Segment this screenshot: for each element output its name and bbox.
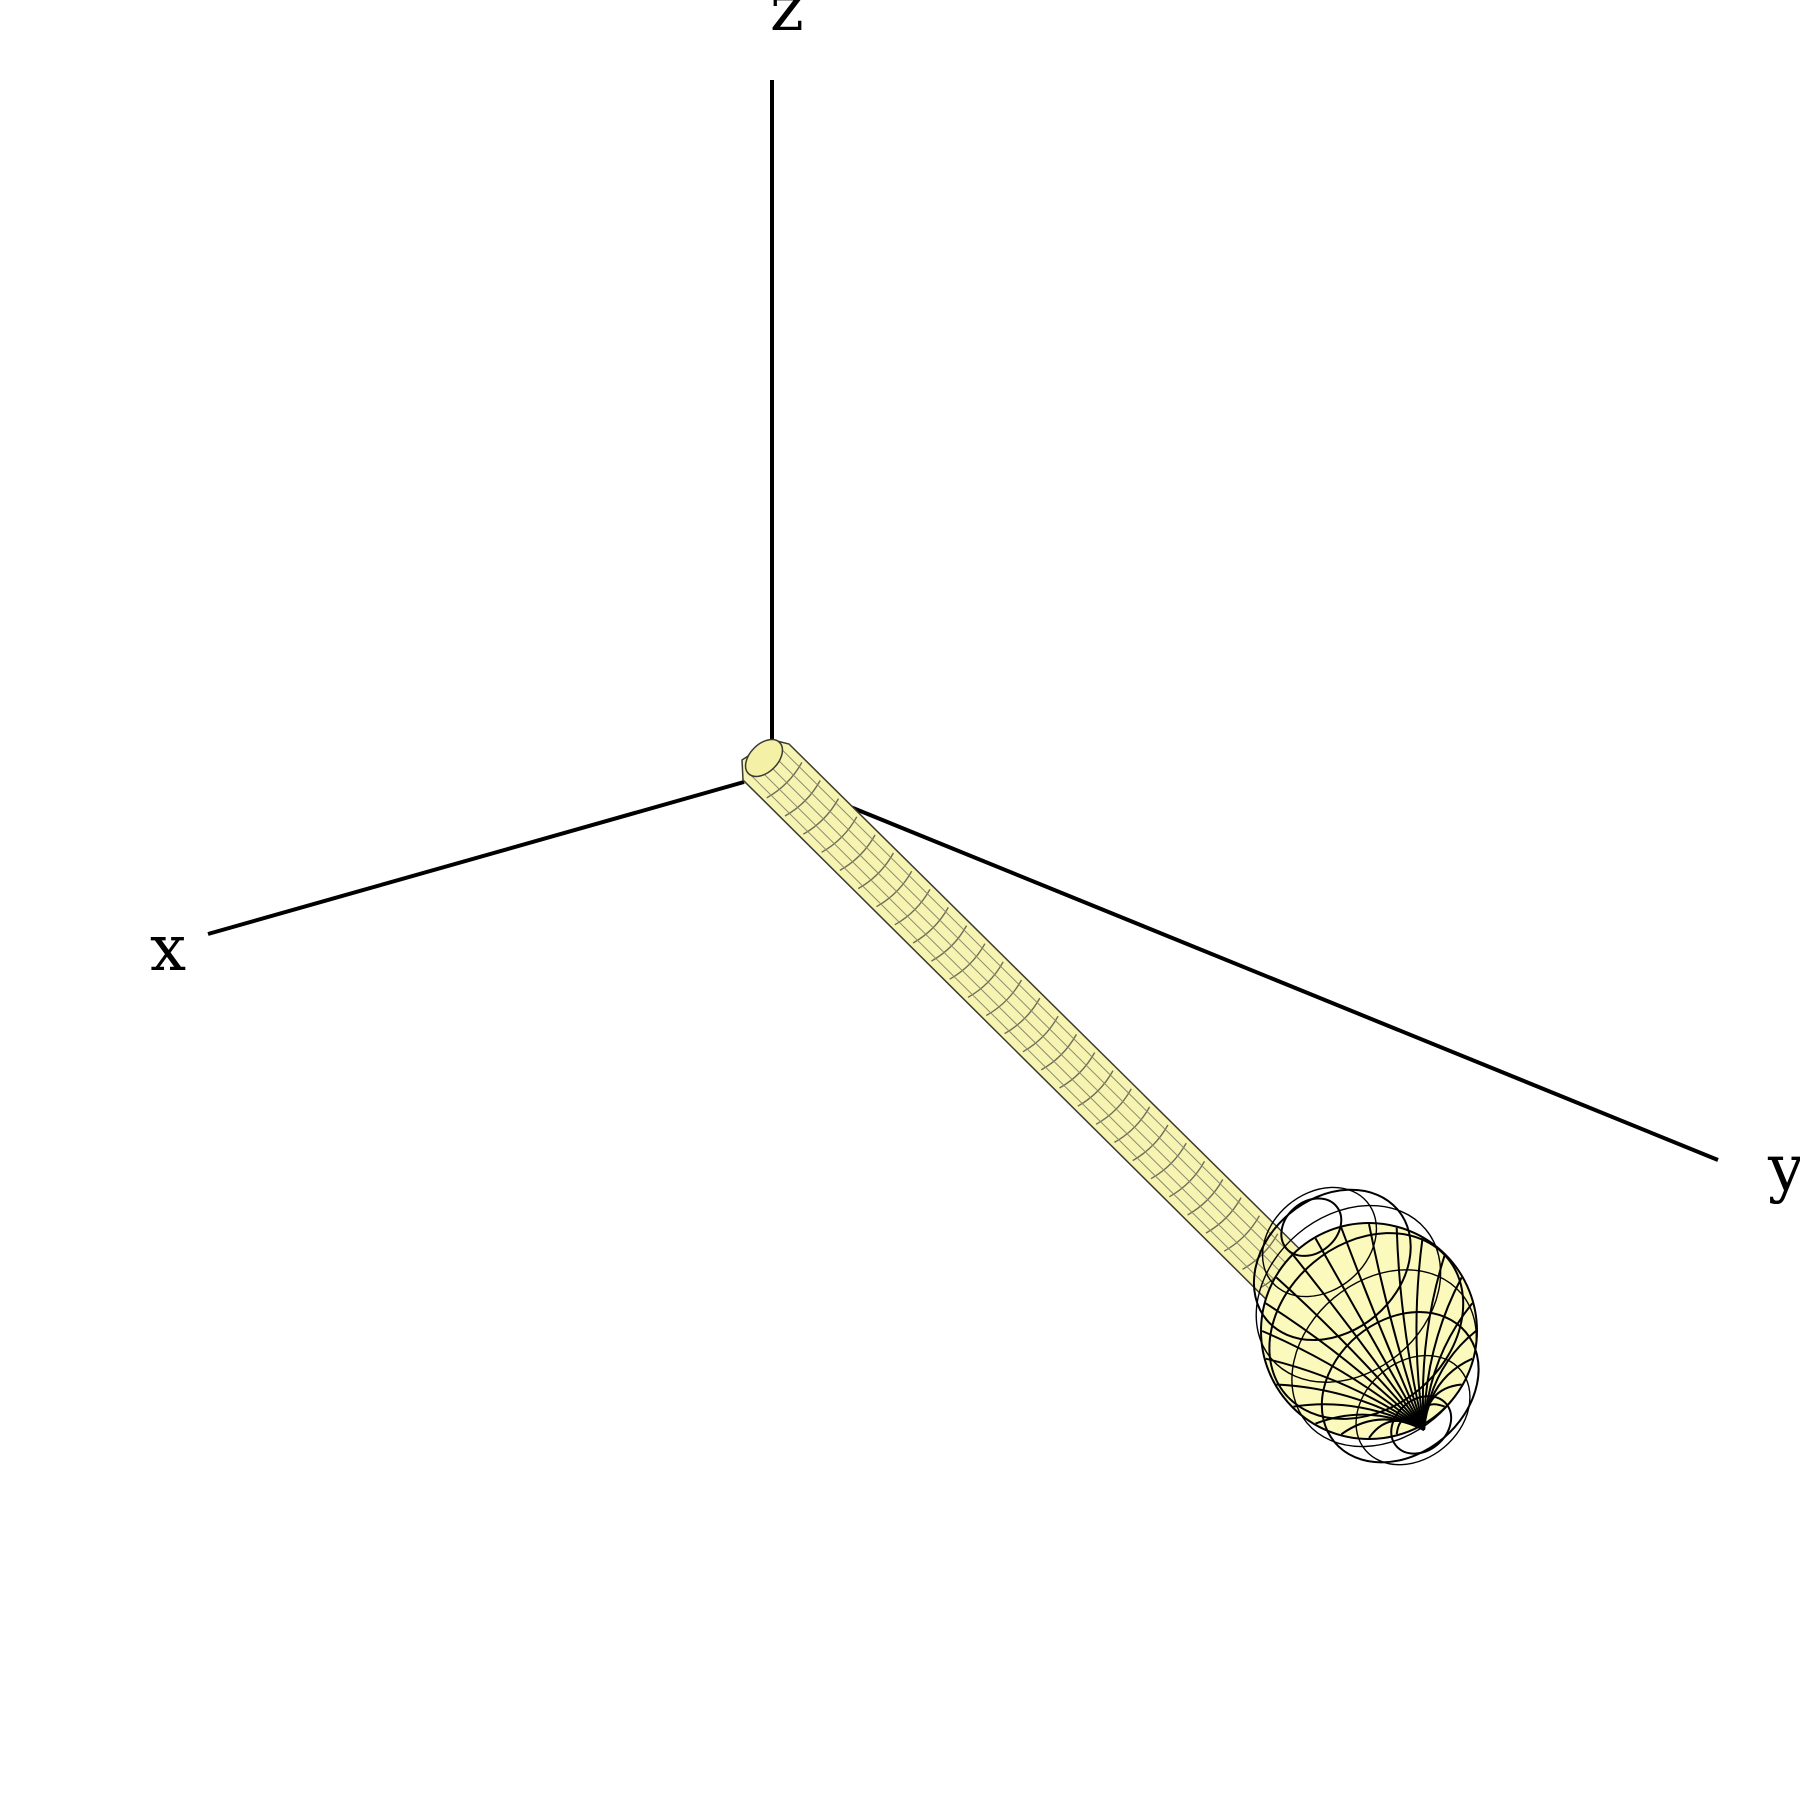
bob-meridian	[1265, 1357, 1425, 1431]
bob-meridian	[1415, 1238, 1425, 1431]
rod-seam	[779, 747, 1330, 1293]
bob-meridian	[1314, 1237, 1425, 1431]
pendulum-bob	[1252, 1186, 1480, 1466]
bob-latitude-ring	[1280, 1197, 1343, 1257]
z-axis-label: z	[770, 0, 804, 46]
bob-latitude-ring	[1255, 1204, 1442, 1383]
bob-latitude-ring	[1261, 1186, 1378, 1298]
bob-meridian	[1276, 1383, 1425, 1431]
bob-wireframe	[1252, 1186, 1480, 1466]
bob-meridian	[1423, 1302, 1474, 1431]
bob-latitude-ring	[1291, 1269, 1477, 1448]
rod-seam	[751, 775, 1302, 1321]
bob-meridian	[1293, 1403, 1425, 1431]
rod-seam	[772, 754, 1323, 1300]
bob-meridian	[1421, 1255, 1446, 1431]
bob-latitude-ring	[1390, 1395, 1453, 1455]
y-axis-line	[847, 804, 1719, 1162]
rod-seam	[765, 761, 1316, 1307]
x-axis-line	[207, 780, 745, 936]
bob-meridian	[1340, 1227, 1425, 1431]
rod-seam	[758, 768, 1309, 1314]
bob-meridian	[1265, 1302, 1425, 1431]
bob-meridian	[1292, 1254, 1425, 1431]
bob-meridian	[1423, 1277, 1463, 1431]
bob-meridian	[1395, 1227, 1425, 1431]
bob-meridian	[1261, 1330, 1425, 1431]
axes-group: z x y	[150, 0, 1800, 1206]
rod-top-cap	[744, 738, 784, 778]
bob-latitude-ring	[1355, 1354, 1471, 1466]
bob-meridian	[1275, 1276, 1425, 1431]
x-axis-label: x	[150, 912, 186, 986]
rod-ribs	[751, 747, 1330, 1321]
y-axis-label: y	[1767, 1132, 1800, 1206]
bob-meridian	[1368, 1223, 1425, 1431]
pendulum-rod	[741, 738, 1341, 1325]
